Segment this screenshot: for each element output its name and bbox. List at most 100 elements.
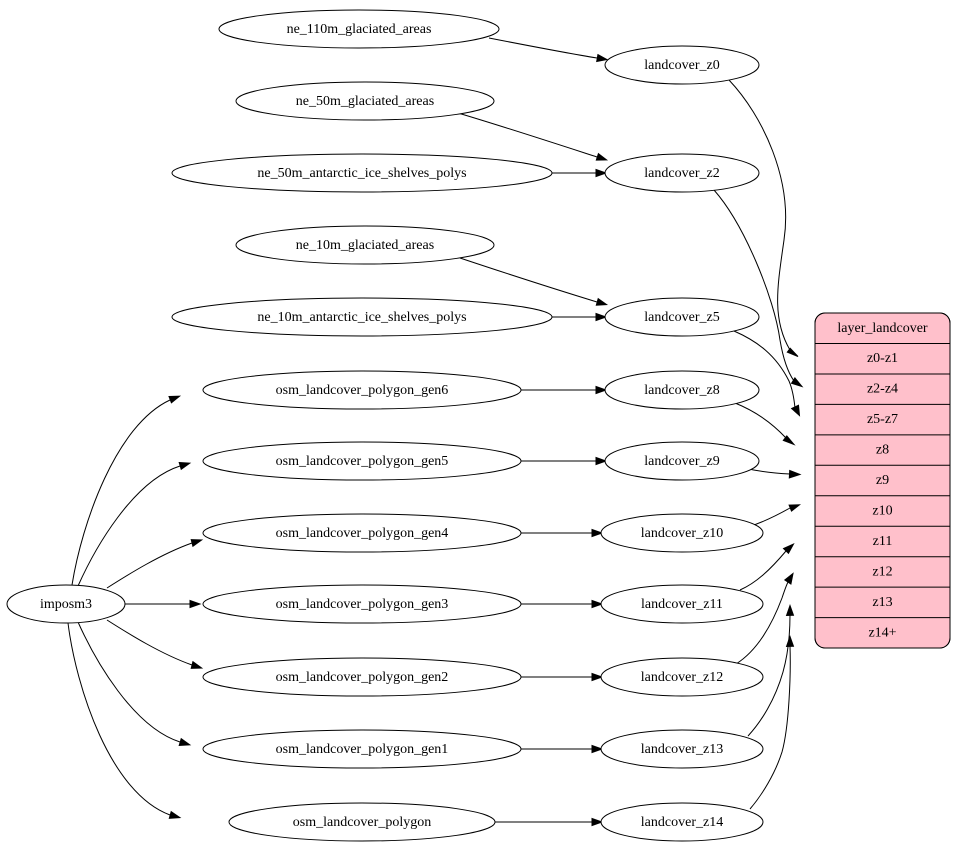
landcover_z10-ellipse[interactable] (600, 513, 764, 553)
landcover_z0-ellipse[interactable] (604, 45, 760, 85)
edge-landcover_z9-to-row-z9 (743, 467, 802, 479)
edge-imposm3-to-osm_landcover_polygon_gen3 (125, 599, 202, 609)
osm_landcover_polygon_gen1-ellipse[interactable] (202, 729, 522, 769)
node-landcover_z11[interactable]: landcover_z11 (600, 584, 764, 624)
edge-ne_10m_antarctic_ice_shelves_polys-to-landcover_z5 (552, 312, 608, 322)
landcover_z2-label: landcover_z2 (644, 166, 719, 181)
edge-landcover_z13-to-row-z13 (747, 604, 795, 737)
landcover_z5-ellipse[interactable] (604, 297, 760, 337)
landcover_z5-label: landcover_z5 (644, 310, 719, 325)
node-landcover_z14[interactable]: landcover_z14 (600, 802, 764, 842)
landcover_z12-label: landcover_z12 (641, 670, 723, 685)
osm_landcover_polygon_gen5-label: osm_landcover_polygon_gen5 (276, 454, 449, 469)
node-osm_landcover_polygon_gen6[interactable]: osm_landcover_polygon_gen6 (202, 370, 522, 410)
ne_50m_antarctic_ice_shelves_polys-ellipse[interactable] (171, 153, 553, 193)
node-landcover_z10[interactable]: landcover_z10 (600, 513, 764, 553)
osm_landcover_polygon_gen6-label: osm_landcover_polygon_gen6 (276, 383, 449, 398)
table-row-label: z13 (872, 595, 892, 610)
ne_10m_glaciated_areas-ellipse[interactable] (235, 225, 495, 265)
table-row-label: z0-z1 (867, 351, 898, 366)
landcover_z8-ellipse[interactable] (604, 370, 760, 410)
edge-imposm3-to-osm_landcover_polygon_gen2 (106, 619, 204, 669)
ne_10m_antarctic_ice_shelves_polys-label: ne_10m_antarctic_ice_shelves_polys (257, 310, 466, 325)
node-landcover_z2[interactable]: landcover_z2 (604, 153, 760, 193)
ne_110m_glaciated_areas-ellipse[interactable] (218, 9, 500, 49)
node-osm_landcover_polygon_gen4[interactable]: osm_landcover_polygon_gen4 (202, 513, 522, 553)
imposm3-ellipse[interactable] (6, 584, 126, 624)
edge-landcover_z0-to-row-z0-z1 (728, 79, 799, 357)
node-landcover_z5[interactable]: landcover_z5 (604, 297, 760, 337)
table-header-row: layer_landcover (815, 321, 950, 344)
osm_landcover_polygon_gen2-ellipse[interactable] (202, 657, 522, 697)
node-ne_110m_glaciated_areas[interactable]: ne_110m_glaciated_areas (218, 9, 500, 49)
landcover_z9-ellipse[interactable] (604, 441, 760, 481)
node-ne_10m_antarctic_ice_shelves_polys[interactable]: ne_10m_antarctic_ice_shelves_polys (171, 297, 553, 337)
node-osm_landcover_polygon_gen3[interactable]: osm_landcover_polygon_gen3 (202, 584, 522, 624)
landcover_z8-label: landcover_z8 (644, 383, 719, 398)
edge-ne_10m_glaciated_areas-to-landcover_z5 (459, 257, 609, 306)
node-osm_landcover_polygon_gen5[interactable]: osm_landcover_polygon_gen5 (202, 441, 522, 481)
node-ne_10m_glaciated_areas[interactable]: ne_10m_glaciated_areas (235, 225, 495, 265)
node-landcover_z12[interactable]: landcover_z12 (600, 657, 764, 697)
table-row[interactable]: z2-z4 (815, 382, 950, 405)
table-header-label: layer_landcover (837, 321, 928, 336)
table-row[interactable]: z12 (815, 564, 950, 588)
node-ne_50m_antarctic_ice_shelves_polys[interactable]: ne_50m_antarctic_ice_shelves_polys (171, 153, 553, 193)
edge-ne_50m_antarctic_ice_shelves_polys-to-landcover_z2 (552, 168, 608, 178)
osm_landcover_polygon_gen3-label: osm_landcover_polygon_gen3 (276, 597, 449, 612)
edge-osm_landcover_polygon_gen3-to-landcover_z11 (521, 599, 604, 609)
edge-imposm3-to-osm_landcover_polygon_gen4 (106, 539, 204, 589)
node-imposm3[interactable]: imposm3 (6, 584, 126, 624)
osm_landcover_polygon-ellipse[interactable] (228, 802, 496, 842)
ne_50m_glaciated_areas-ellipse[interactable] (235, 81, 495, 121)
node-landcover_z8[interactable]: landcover_z8 (604, 370, 760, 410)
ne_10m_glaciated_areas-label: ne_10m_glaciated_areas (296, 238, 434, 253)
node-landcover_z0[interactable]: landcover_z0 (604, 45, 760, 85)
landcover_z11-ellipse[interactable] (600, 584, 764, 624)
node-landcover_z9[interactable]: landcover_z9 (604, 441, 760, 481)
node-landcover_z13[interactable]: landcover_z13 (600, 729, 764, 769)
osm_landcover_polygon_gen3-ellipse[interactable] (202, 584, 522, 624)
node-osm_landcover_polygon[interactable]: osm_landcover_polygon (228, 802, 496, 842)
table-row[interactable]: z13 (815, 595, 950, 619)
landcover_z9-label: landcover_z9 (644, 454, 719, 469)
table-row[interactable]: z5-z7 (815, 412, 950, 436)
edge-ne_110m_glaciated_areas-to-landcover_z0 (488, 37, 609, 63)
table-row[interactable]: z8 (815, 443, 950, 466)
table-row[interactable]: z0-z1 (815, 351, 950, 375)
table-row[interactable]: z11 (815, 534, 950, 558)
edge-imposm3-to-osm_landcover_polygon_gen1 (77, 621, 192, 747)
node-ne_50m_glaciated_areas[interactable]: ne_50m_glaciated_areas (235, 81, 495, 121)
table-row[interactable]: z14+ (868, 625, 896, 640)
edge-landcover_z11-to-row-z11 (739, 542, 795, 591)
landcover_z14-label: landcover_z14 (641, 815, 723, 830)
imposm3-label: imposm3 (40, 597, 92, 612)
ne_110m_glaciated_areas-label: ne_110m_glaciated_areas (287, 22, 432, 37)
edge-landcover_z12-to-row-z12 (735, 572, 794, 665)
landcover_z11-label: landcover_z11 (641, 597, 723, 612)
osm_landcover_polygon_gen4-ellipse[interactable] (202, 513, 522, 553)
table-row-label: z9 (876, 473, 889, 488)
node-osm_landcover_polygon_gen2[interactable]: osm_landcover_polygon_gen2 (202, 657, 522, 697)
osm_landcover_polygon_gen5-ellipse[interactable] (202, 441, 522, 481)
landcover_z13-ellipse[interactable] (600, 729, 764, 769)
table-outline (814, 312, 951, 649)
edge-osm_landcover_polygon_gen1-to-landcover_z13 (521, 744, 604, 754)
landcover_z12-ellipse[interactable] (600, 657, 764, 697)
landcover_z14-ellipse[interactable] (600, 802, 764, 842)
node-osm_landcover_polygon_gen1[interactable]: osm_landcover_polygon_gen1 (202, 729, 522, 769)
table-row-label: z2-z4 (867, 382, 898, 397)
layer-landcover-table[interactable]: layer_landcover z0-z1 z2-z4 z5-z7 z8 (814, 312, 951, 649)
table-row[interactable]: z10 (815, 504, 950, 527)
ne_50m_glaciated_areas-label: ne_50m_glaciated_areas (296, 94, 434, 109)
osm_landcover_polygon_gen6-ellipse[interactable] (202, 370, 522, 410)
landcover_z13-label: landcover_z13 (641, 742, 723, 757)
table-row[interactable]: z9 (815, 473, 950, 497)
osm_landcover_polygon_gen4-label: osm_landcover_polygon_gen4 (276, 526, 449, 541)
osm_landcover_polygon_gen2-label: osm_landcover_polygon_gen2 (276, 670, 449, 685)
edge-imposm3-to-osm_landcover_polygon_gen5 (77, 461, 192, 587)
landcover_z2-ellipse[interactable] (604, 153, 760, 193)
ne_10m_antarctic_ice_shelves_polys-ellipse[interactable] (171, 297, 553, 337)
edge-landcover_z2-to-row-z2-z4 (713, 189, 804, 388)
